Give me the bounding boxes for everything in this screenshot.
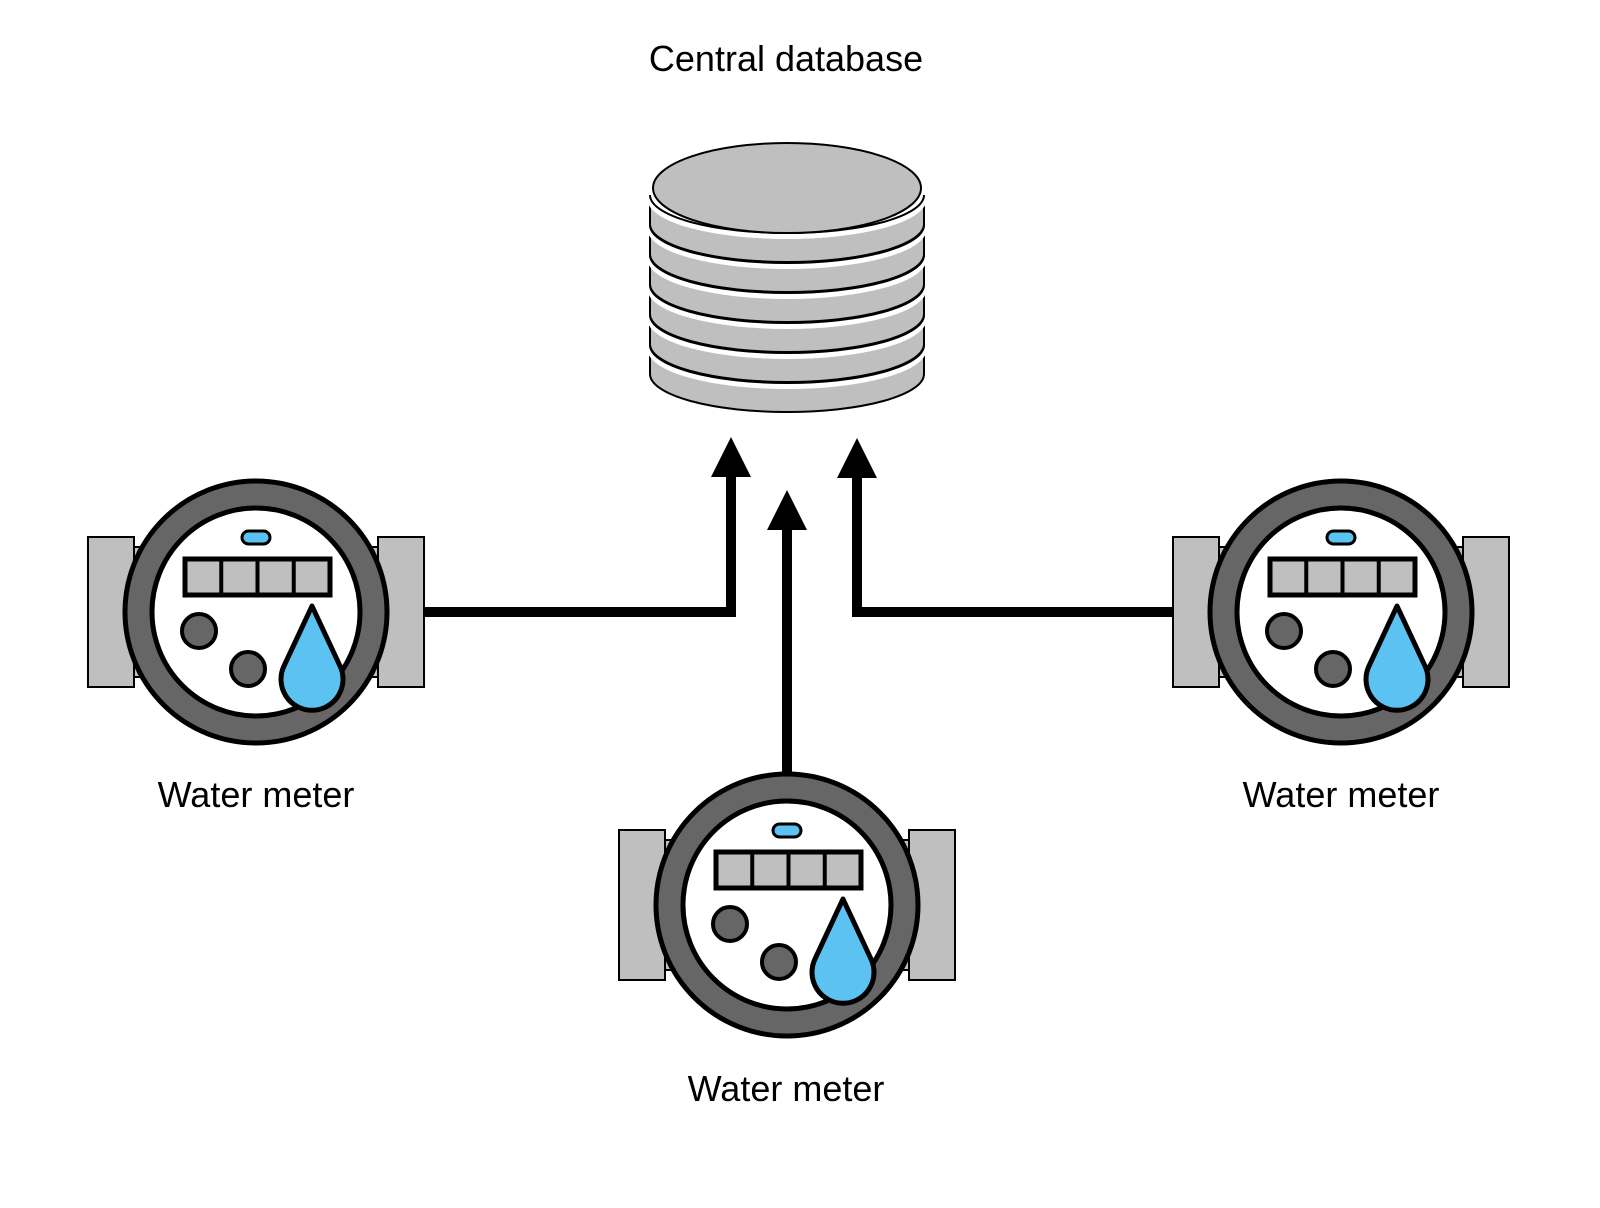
arrowhead-left	[711, 437, 751, 477]
database-label: Central database	[648, 38, 924, 79]
water-meter-icon-left	[87, 478, 425, 746]
arrowhead-right	[837, 438, 877, 478]
database-icon	[647, 142, 927, 413]
meter-label-bottom: Water meter	[687, 1068, 885, 1109]
meter-label-right: Water meter	[1242, 774, 1440, 815]
water-drop-icon	[1363, 603, 1431, 713]
meter-label-left: Water meter	[157, 774, 355, 815]
dial	[1314, 650, 1352, 688]
dial	[711, 905, 749, 943]
connection-right	[852, 472, 1175, 617]
indicator-light	[771, 822, 803, 839]
platter-gap	[647, 257, 927, 299]
arrowhead-bottom	[767, 490, 807, 530]
database-top	[652, 142, 922, 234]
dial	[180, 612, 218, 650]
connection-left	[425, 470, 736, 617]
dial	[760, 943, 798, 981]
platter-gap	[647, 317, 927, 359]
water-drop-icon	[809, 896, 877, 1006]
dial	[229, 650, 267, 688]
platter-gap	[647, 287, 927, 329]
platter-gap	[647, 347, 927, 389]
dial	[1265, 612, 1303, 650]
water-meter-icon-right	[1172, 478, 1510, 746]
platter-gap	[647, 197, 927, 239]
connections	[425, 437, 1175, 775]
water-drop-icon	[278, 603, 346, 713]
platter-gap	[647, 227, 927, 269]
indicator-light	[1325, 529, 1357, 546]
water-meter-icon-bottom	[618, 771, 956, 1039]
indicator-light	[240, 529, 272, 546]
